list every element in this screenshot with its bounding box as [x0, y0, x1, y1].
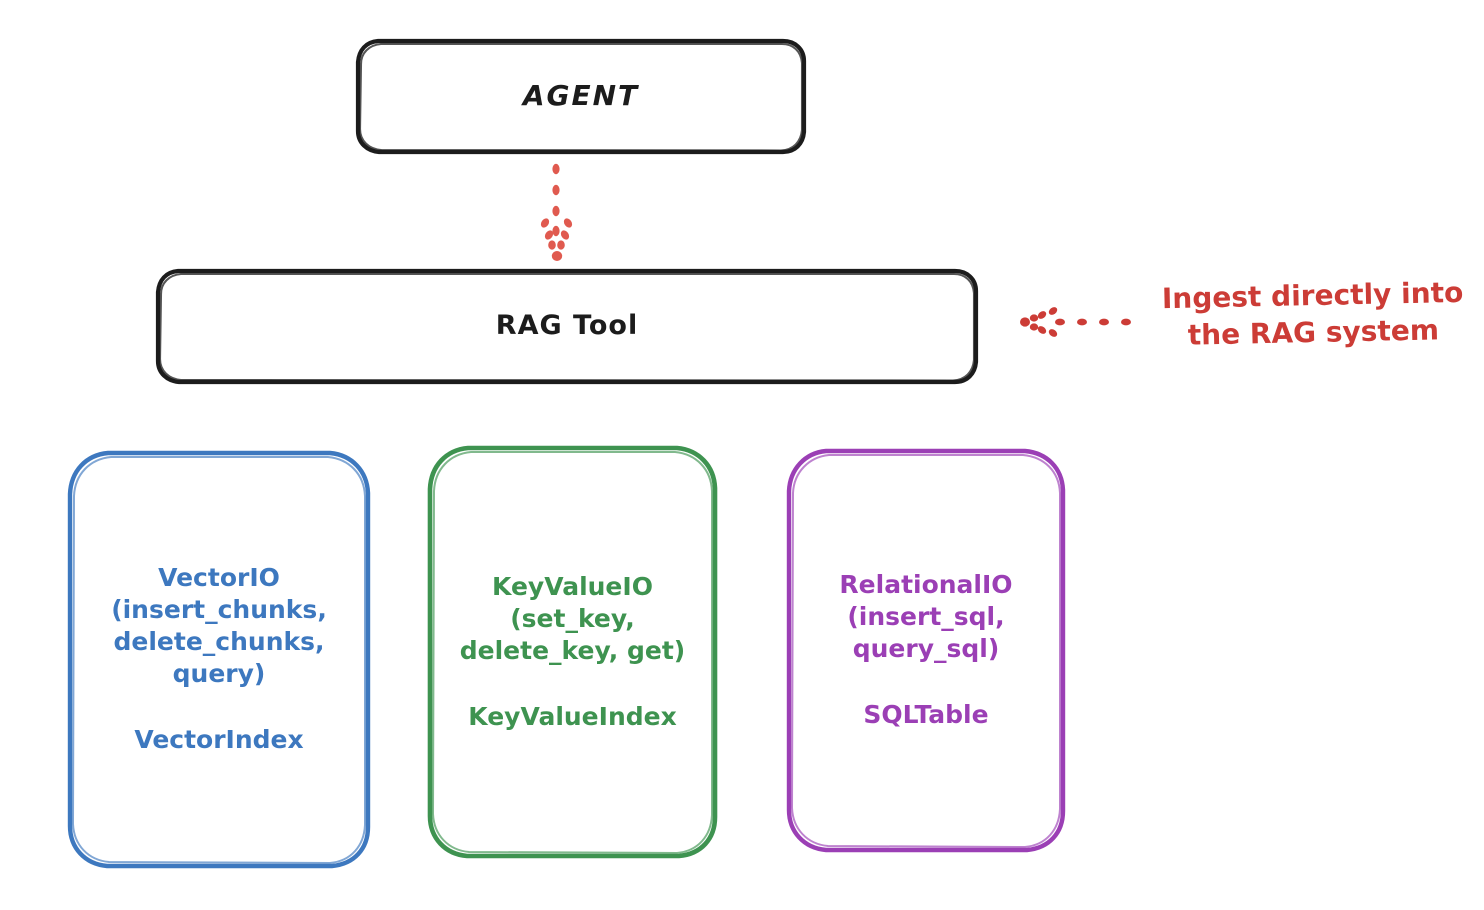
annotation-ingest-text: Ingest directly into the RAG system: [1161, 275, 1464, 352]
node-vector-io-label: VectorIO (insert_chunks, delete_chunks, …: [111, 563, 327, 688]
node-vector-io[interactable]: VectorIO (insert_chunks, delete_chunks, …: [70, 452, 368, 866]
node-key-value-io-index-label: KeyValueIndex: [468, 701, 677, 731]
node-agent-label: AGENT: [522, 78, 640, 112]
annotation-ingest: Ingest directly into the RAG system: [1148, 276, 1478, 352]
node-relational-io-table-label: SQLTable: [863, 700, 989, 729]
node-key-value-io-label: KeyValueIO (set_key, delete_key, get): [459, 571, 686, 665]
node-rag-tool-label: RAG Tool: [495, 309, 639, 341]
ingest-to-rag-tool-connector: [1020, 307, 1131, 337]
node-rag-tool[interactable]: RAG Tool: [158, 270, 976, 382]
node-vector-io-index-label: VectorIndex: [134, 725, 304, 754]
node-key-value-io[interactable]: KeyValueIO (set_key, delete_key, get) Ke…: [430, 447, 715, 856]
node-agent[interactable]: AGENT: [358, 40, 804, 152]
node-relational-io[interactable]: RelationalIO (insert_sql, query_sql) SQL…: [789, 450, 1063, 850]
agent-to-rag-tool-connector: [540, 163, 573, 261]
node-relational-io-label: RelationalIO (insert_sql, query_sql): [839, 570, 1013, 663]
